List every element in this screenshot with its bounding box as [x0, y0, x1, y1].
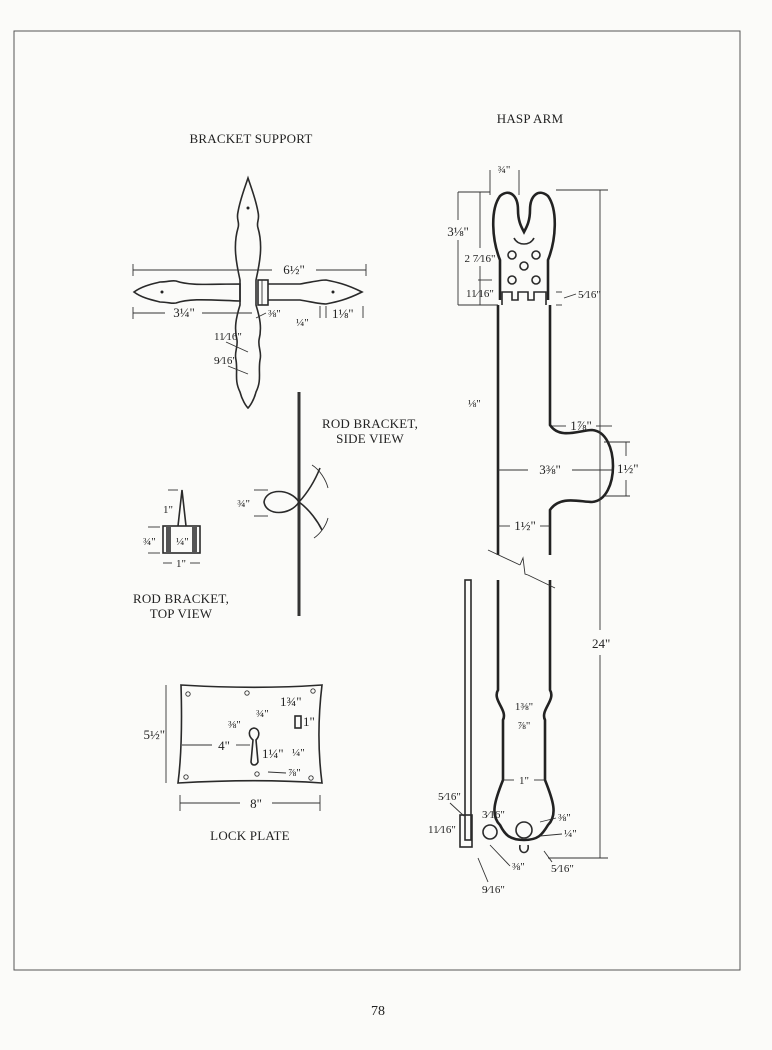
dim-slot-left: ¾" — [256, 708, 269, 720]
dim-neck-a: 1⅜" — [515, 701, 533, 713]
dim-slot-height: 1" — [303, 714, 315, 729]
dim-staple-b: 11⁄16" — [428, 824, 456, 836]
dim-width-a: 11⁄16" — [214, 331, 242, 343]
page-border — [13, 30, 741, 971]
page-number: 78 — [371, 1004, 385, 1019]
dim-spike: 1" — [163, 504, 173, 516]
dim-tip-gap: ¼" — [296, 317, 309, 329]
dim-neck-c: 1" — [519, 775, 529, 787]
bracket-collar — [257, 279, 269, 306]
dim-overall: 6½" — [283, 262, 305, 277]
dim-shaft: 1½" — [514, 518, 536, 533]
hasp-arm-title: HASP ARM — [497, 111, 564, 126]
dim-inner: ¼" — [176, 536, 189, 548]
rod-bracket-side-title-2: SIDE VIEW — [336, 431, 404, 446]
dim-edge: ⅛" — [468, 398, 481, 410]
dim-tip: 1⅛" — [332, 306, 354, 321]
dim-loop: ¾" — [237, 498, 250, 510]
bracket-support: BRACKET SUPPORT 6½" 3¼" ⅜" ¼" 1⅛" 11⁄16"… — [132, 131, 367, 410]
dim-overall-length: 24" — [592, 636, 610, 651]
dim-staple-c: 3⁄16" — [482, 809, 505, 821]
dim-hole-span: 2 7⁄16" — [464, 253, 495, 265]
dim-ring-b: ¼" — [564, 828, 577, 840]
dim-base: 11⁄16" — [466, 288, 494, 300]
dim-body-width: 3⅜" — [539, 462, 561, 477]
lock-plate: 5½" 4" ⅜" 1¼" ⅞" 1¾" ¾" 1" ¼" 8" LOCK PL… — [143, 684, 323, 843]
dim-height: ¾" — [143, 536, 156, 548]
dim-ring-a: ⅜" — [558, 812, 571, 824]
dim-knob-offset: 1⅞" — [570, 418, 592, 433]
dim-slot-offset: 1¾" — [280, 694, 302, 709]
hasp-arm: HASP ARM 24" ¾" 3⅛" 2 7⁄16" 11⁄16" — [428, 111, 639, 896]
dim-plate-height: 5½" — [143, 727, 165, 742]
dim-slot-width: ¼" — [292, 747, 305, 759]
dim-neck-b: ⅞" — [518, 720, 531, 732]
rod-bracket-side-title-1: ROD BRACKET, — [322, 416, 418, 431]
lock-plate-title: LOCK PLATE — [210, 828, 290, 843]
dim-width: 1" — [176, 558, 186, 570]
dim-staple-d: ⅜" — [512, 861, 525, 873]
dim-plate-width: 8" — [250, 796, 262, 811]
dim-keyhole-top: ⅜" — [228, 719, 241, 731]
dim-staple-a: 5⁄16" — [438, 791, 461, 803]
dim-staple-e: 9⁄16" — [482, 884, 505, 896]
dim-offset: 4" — [218, 738, 230, 753]
dim-ring-c: 5⁄16" — [551, 863, 574, 875]
dim-collar: ⅜" — [268, 308, 281, 320]
dim-keyhole: 1¼" — [262, 746, 284, 761]
rod-bracket-top-view: 1" ¾" ¼" 1" ROD BRACKET, TOP VIEW — [133, 489, 229, 621]
bracket-horizontal-arm — [132, 279, 241, 305]
dim-notch: 5⁄16" — [578, 289, 601, 301]
dim-knob: 1½" — [617, 461, 639, 476]
dim-width-b: 9⁄16" — [214, 355, 237, 367]
bracket-vertical-arm — [234, 175, 262, 410]
dim-fork-length: 3⅛" — [447, 224, 469, 239]
rod-bracket-side-view: ¾" ROD BRACKET, SIDE VIEW — [237, 392, 418, 616]
bracket-support-title: BRACKET SUPPORT — [190, 131, 313, 146]
dim-keyhole-bottom: ⅞" — [288, 767, 301, 779]
rod-bracket-top-title-1: ROD BRACKET, — [133, 591, 229, 606]
dim-fork-gap: ¾" — [498, 164, 511, 176]
dim-arm: 3¼" — [173, 305, 195, 320]
rod-bracket-top-title-2: TOP VIEW — [150, 606, 213, 621]
